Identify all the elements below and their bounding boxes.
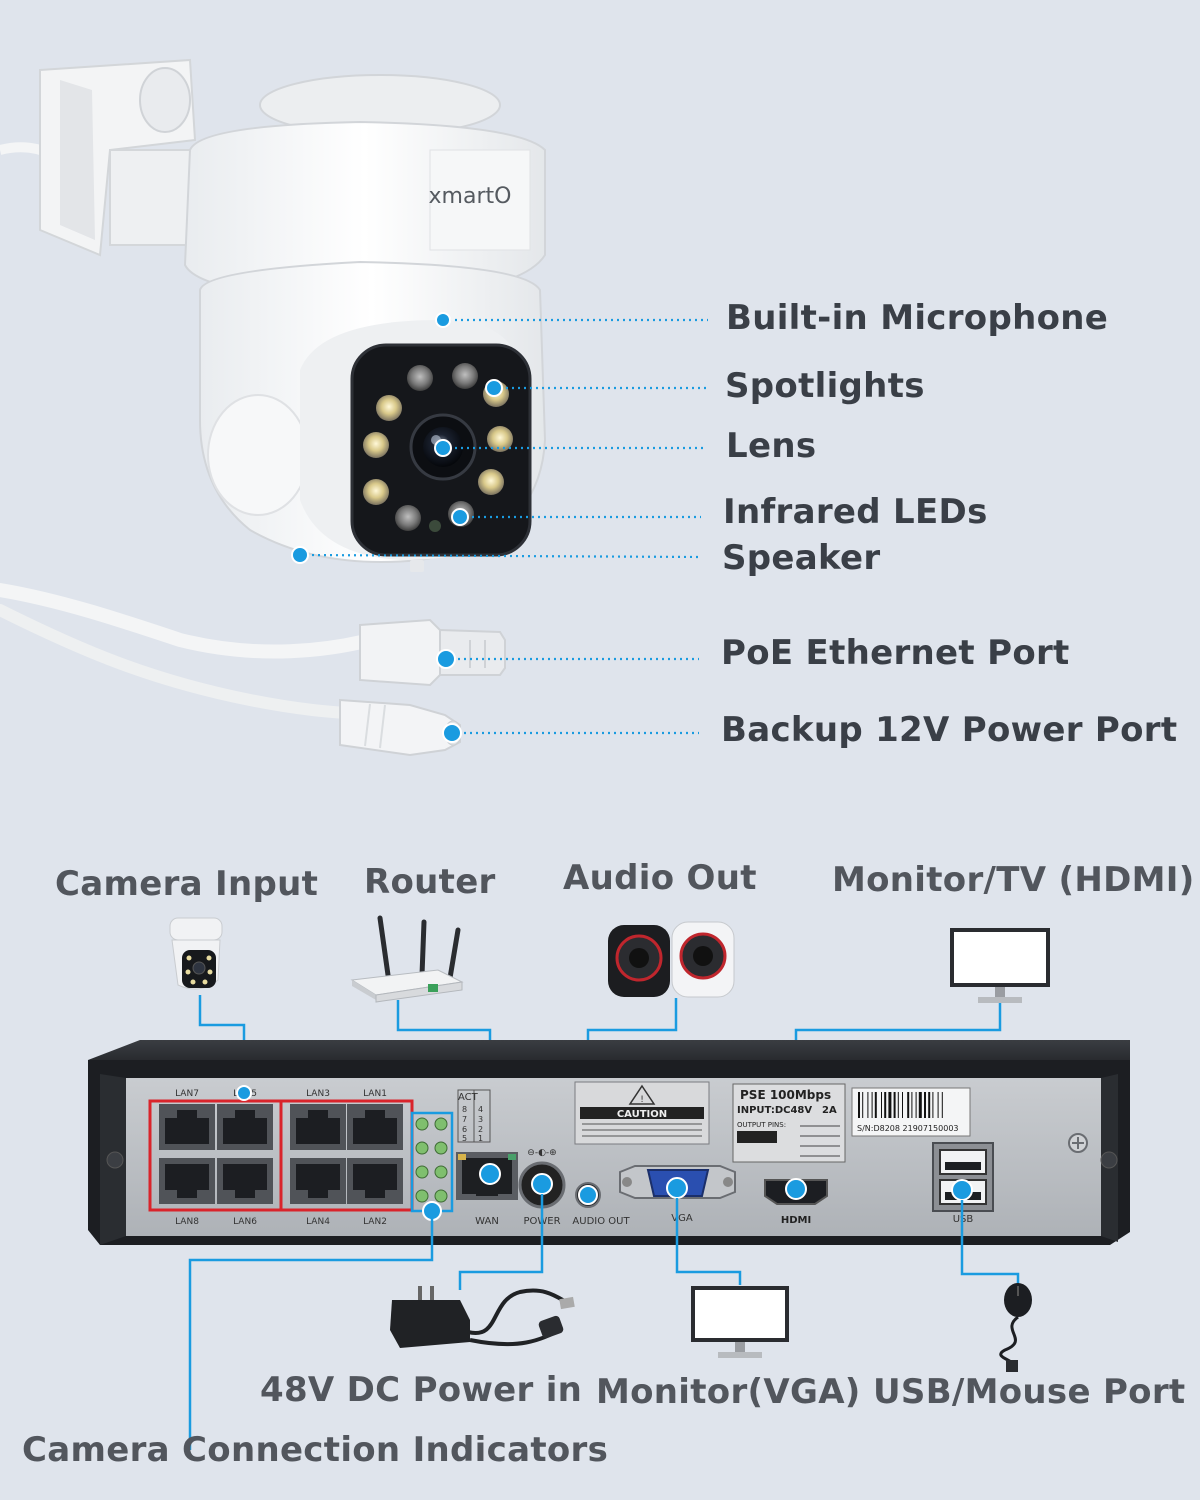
label-monitor-vga: Monitor(VGA) bbox=[596, 1372, 861, 1412]
hdmi-monitor-icon bbox=[950, 928, 1050, 1003]
callout-speaker: Speaker bbox=[722, 538, 881, 578]
camera-brand: xmartO bbox=[429, 184, 512, 209]
input-label: INPUT:DC48V bbox=[737, 1105, 812, 1116]
pse-label: PSE 100Mbps bbox=[740, 1088, 831, 1102]
vga-monitor-icon bbox=[691, 1286, 789, 1358]
act-label: ACT bbox=[458, 1092, 479, 1103]
connection-indicator-led bbox=[415, 1189, 429, 1203]
caution-label: CAUTION bbox=[617, 1109, 667, 1120]
callout-microphone: Built-in Microphone bbox=[726, 298, 1109, 338]
lan-label-bottom: LAN4 bbox=[306, 1217, 330, 1227]
callout-spotlights: Spotlights bbox=[725, 366, 925, 406]
svg-text:6: 6 bbox=[462, 1125, 467, 1134]
wan-label: WAN bbox=[475, 1216, 499, 1227]
camera-input-icon bbox=[169, 917, 223, 990]
svg-text:8: 8 bbox=[462, 1105, 467, 1114]
label-router: Router bbox=[364, 862, 496, 902]
camera-cables bbox=[0, 583, 506, 757]
label-power-in: 48V DC Power in bbox=[260, 1370, 583, 1410]
label-monitor-hdmi: Monitor/TV (HDMI) bbox=[832, 860, 1195, 900]
router-icon bbox=[350, 915, 464, 1003]
power-adapter-icon bbox=[390, 1286, 575, 1348]
connection-indicator-led bbox=[434, 1141, 448, 1155]
svg-text:!: ! bbox=[640, 1095, 644, 1105]
svg-text:7: 7 bbox=[462, 1115, 467, 1124]
amps-label: 2A bbox=[822, 1105, 837, 1116]
lan-label-top: LAN3 bbox=[306, 1089, 330, 1099]
lan-label-bottom: LAN8 bbox=[175, 1217, 199, 1227]
speakers-icon bbox=[608, 921, 735, 998]
callout-infrared: Infrared LEDs bbox=[723, 492, 988, 532]
camera-callout-dots bbox=[291, 312, 503, 743]
callout-lens: Lens bbox=[726, 426, 817, 466]
label-audio-out: Audio Out bbox=[563, 858, 757, 898]
lan-label-bottom: LAN6 bbox=[233, 1217, 257, 1227]
serial-label: S/N:D8208 21907150003 bbox=[857, 1124, 959, 1133]
connection-indicator-led bbox=[415, 1117, 429, 1131]
lan-label-top: LAN1 bbox=[363, 1089, 387, 1099]
connection-indicator-led bbox=[415, 1165, 429, 1179]
svg-text:3: 3 bbox=[478, 1115, 483, 1124]
connection-indicator-led bbox=[434, 1189, 448, 1203]
svg-text:2: 2 bbox=[478, 1125, 483, 1134]
audio-out-label: AUDIO OUT bbox=[572, 1216, 630, 1227]
hdmi-label: HDMI bbox=[781, 1215, 811, 1226]
lan-label-top: LAN7 bbox=[175, 1089, 199, 1099]
svg-text:1: 1 bbox=[478, 1134, 483, 1143]
svg-text:⊖-◐-⊕: ⊖-◐-⊕ bbox=[527, 1148, 556, 1158]
callout-power12v: Backup 12V Power Port bbox=[721, 710, 1178, 750]
connection-indicator-led bbox=[415, 1141, 429, 1155]
connection-indicator-led bbox=[434, 1165, 448, 1179]
camera-illustration bbox=[0, 58, 547, 572]
nvr-bottom-lines bbox=[188, 1194, 1020, 1450]
vga-label: VGA bbox=[671, 1213, 693, 1224]
nvr-device: LAN7LAN8LAN5LAN6LAN3LAN4LAN1LAN2 ACT 84 … bbox=[88, 1040, 1130, 1245]
mouse-icon bbox=[999, 1283, 1032, 1372]
svg-text:4: 4 bbox=[478, 1105, 483, 1114]
label-usb-mouse: USB/Mouse Port bbox=[873, 1372, 1186, 1412]
nvr-port-dots bbox=[236, 1085, 973, 1221]
connection-indicator-led bbox=[434, 1117, 448, 1131]
svg-text:5: 5 bbox=[462, 1134, 467, 1143]
lan-label-bottom: LAN2 bbox=[363, 1217, 387, 1227]
output-pins-label: OUTPUT PINS: bbox=[737, 1121, 786, 1129]
label-indicators: Camera Connection Indicators bbox=[22, 1430, 609, 1470]
callout-poe: PoE Ethernet Port bbox=[721, 633, 1070, 673]
camera-callout-lines bbox=[299, 318, 708, 735]
label-camera-input: Camera Input bbox=[55, 864, 319, 904]
